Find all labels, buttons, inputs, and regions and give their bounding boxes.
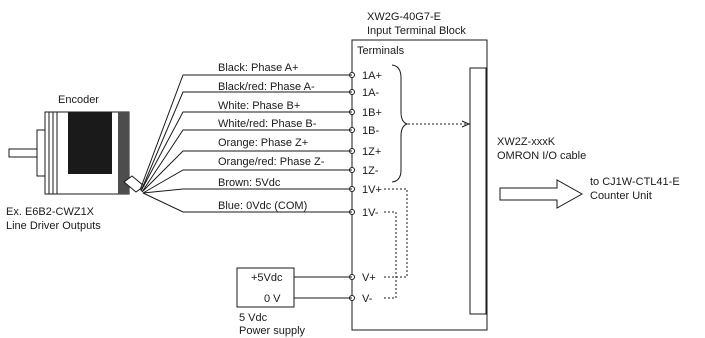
terminal-block-body — [351, 39, 488, 331]
power-supply-zero-label: 0 V — [264, 293, 281, 305]
wire-black — [139, 74, 352, 191]
wire-label-black-red: Black/red: Phase A- — [218, 81, 315, 93]
wire-label-black: Black: Phase A+ — [218, 62, 298, 74]
encoder-icon — [8, 111, 145, 195]
terminal-label-1b-minus: 1B- — [362, 125, 379, 137]
wire-brown — [142, 188, 352, 194]
wire-white — [140, 111, 352, 192]
jumper-1v-minus-to-v-minus — [384, 211, 397, 299]
terminal-label-1a-plus: 1A+ — [362, 70, 382, 82]
terminal-label-1v-minus: 1V- — [362, 207, 379, 219]
brace-arrow-head-icon — [461, 120, 471, 128]
wire-label-blue: Blue: 0Vdc (COM) — [218, 200, 307, 212]
io-cable-connector — [469, 67, 487, 315]
destination-line2: Counter Unit — [590, 190, 652, 202]
signal-terminal-brace — [391, 64, 409, 183]
wire-label-brown: Brown: 5Vdc — [218, 177, 281, 189]
power-supply-voltage: 5 Vdc — [239, 312, 268, 324]
terminal-label-1b-plus: 1B+ — [362, 107, 382, 119]
terminal-label-v-minus: V- — [362, 293, 373, 305]
power-supply-name: Power supply — [239, 325, 306, 337]
destination-line1: to CJ1W-CTL41-E — [590, 176, 680, 188]
wire-label-orange-red: Orange/red: Phase Z- — [218, 156, 325, 168]
terminal-label-1z-minus: 1Z- — [362, 165, 379, 177]
wire-lines — [139, 74, 352, 213]
wire-black-red — [140, 91, 352, 192]
power-supply-plus-label: +5Vdc — [251, 272, 283, 284]
encoder-model: Ex. E6B2-CWZ1X — [6, 206, 95, 218]
terminal-block-name: Input Terminal Block — [367, 25, 466, 37]
terminal-label-1a-minus: 1A- — [362, 87, 379, 99]
wire-label-white: White: Phase B+ — [218, 100, 300, 112]
encoder-output-type: Line Driver Outputs — [6, 220, 101, 232]
terminal-block-model: XW2G-40G7-E — [367, 11, 441, 23]
output-arrow-icon — [499, 179, 584, 209]
terminals-heading: Terminals — [357, 45, 405, 57]
terminal-label-v-plus: V+ — [362, 272, 376, 284]
wire-orange — [141, 150, 352, 193]
wire-orange-red — [142, 169, 352, 194]
wire-blue — [142, 192, 352, 213]
terminal-label-1v-plus: 1V+ — [362, 184, 382, 196]
encoder-label: Encoder — [58, 94, 99, 106]
terminal-label-1z-plus: 1Z+ — [362, 146, 381, 158]
wire-white-red — [141, 129, 352, 193]
power-supply-box — [236, 267, 295, 308]
wire-label-white-red: White/red: Phase B- — [218, 118, 317, 130]
cable-model: XW2Z-xxxK — [497, 136, 556, 148]
cable-name: OMRON I/O cable — [497, 150, 586, 162]
wire-label-orange: Orange: Phase Z+ — [218, 137, 308, 149]
